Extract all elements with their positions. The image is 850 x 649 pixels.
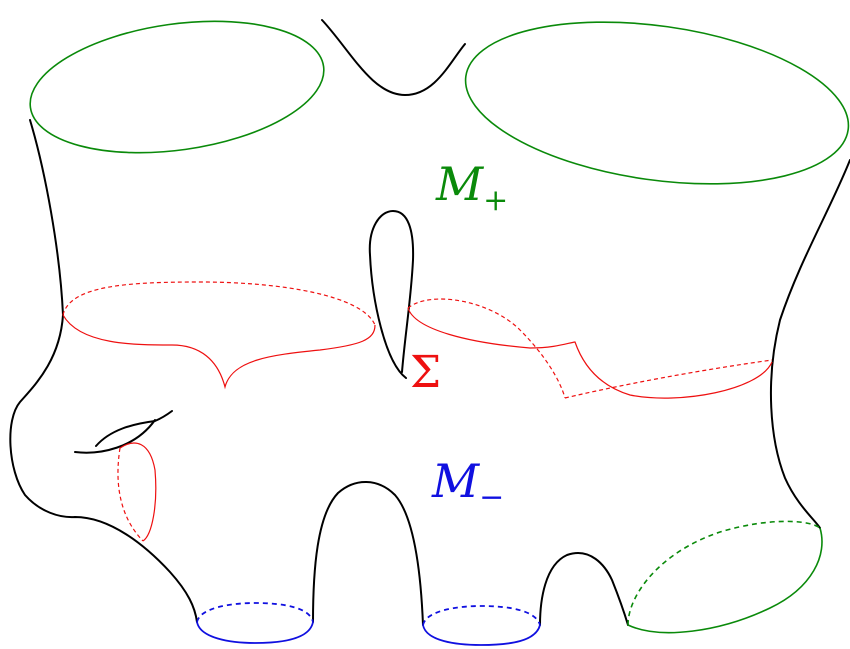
m-minus-label: M−: [431, 454, 504, 515]
sigma-left-band-front: [62, 314, 376, 390]
m-minus-main: M: [431, 454, 481, 508]
vertical-loop: [368, 210, 415, 379]
bottom-circle-1-front: [196, 621, 314, 644]
m-minus-sub: −: [479, 480, 504, 515]
handle-lower-lip: [74, 419, 156, 454]
sigma-right-band-front: [407, 307, 773, 399]
right-side-curve: [769, 159, 850, 529]
inner-arch-1: [312, 481, 424, 626]
sigma-surface: [62, 281, 773, 542]
inner-arch-2: [539, 552, 629, 626]
m-plus-sub: +: [483, 183, 508, 218]
top-saddle-curve: [321, 19, 466, 96]
lower-right-circle-front: [627, 527, 823, 634]
lower-right-circle-back: [627, 520, 821, 626]
bottom-circle-2-front: [422, 624, 541, 646]
sigma-left-band-back: [62, 281, 376, 326]
bottom-circle-1-back: [196, 602, 314, 623]
top-left-circle: [29, 20, 325, 154]
left-side-curve: [9, 119, 198, 623]
sigma-right-band-back-top: [407, 298, 566, 399]
bottom-circle-2-back: [422, 605, 541, 626]
sigma-right-band-back-bottom: [564, 359, 773, 399]
sigma-handle-meridian-front: [119, 442, 157, 542]
sigma-handle-meridian-back: [117, 447, 144, 542]
surface-outline: [9, 19, 850, 626]
m-plus-boundary: [29, 20, 850, 634]
m-plus-main: M: [435, 157, 485, 211]
m-minus-boundary: [196, 602, 541, 646]
top-right-circle: [464, 21, 850, 185]
sigma-label: Σ: [410, 347, 441, 398]
m-plus-label: M+: [435, 157, 508, 218]
